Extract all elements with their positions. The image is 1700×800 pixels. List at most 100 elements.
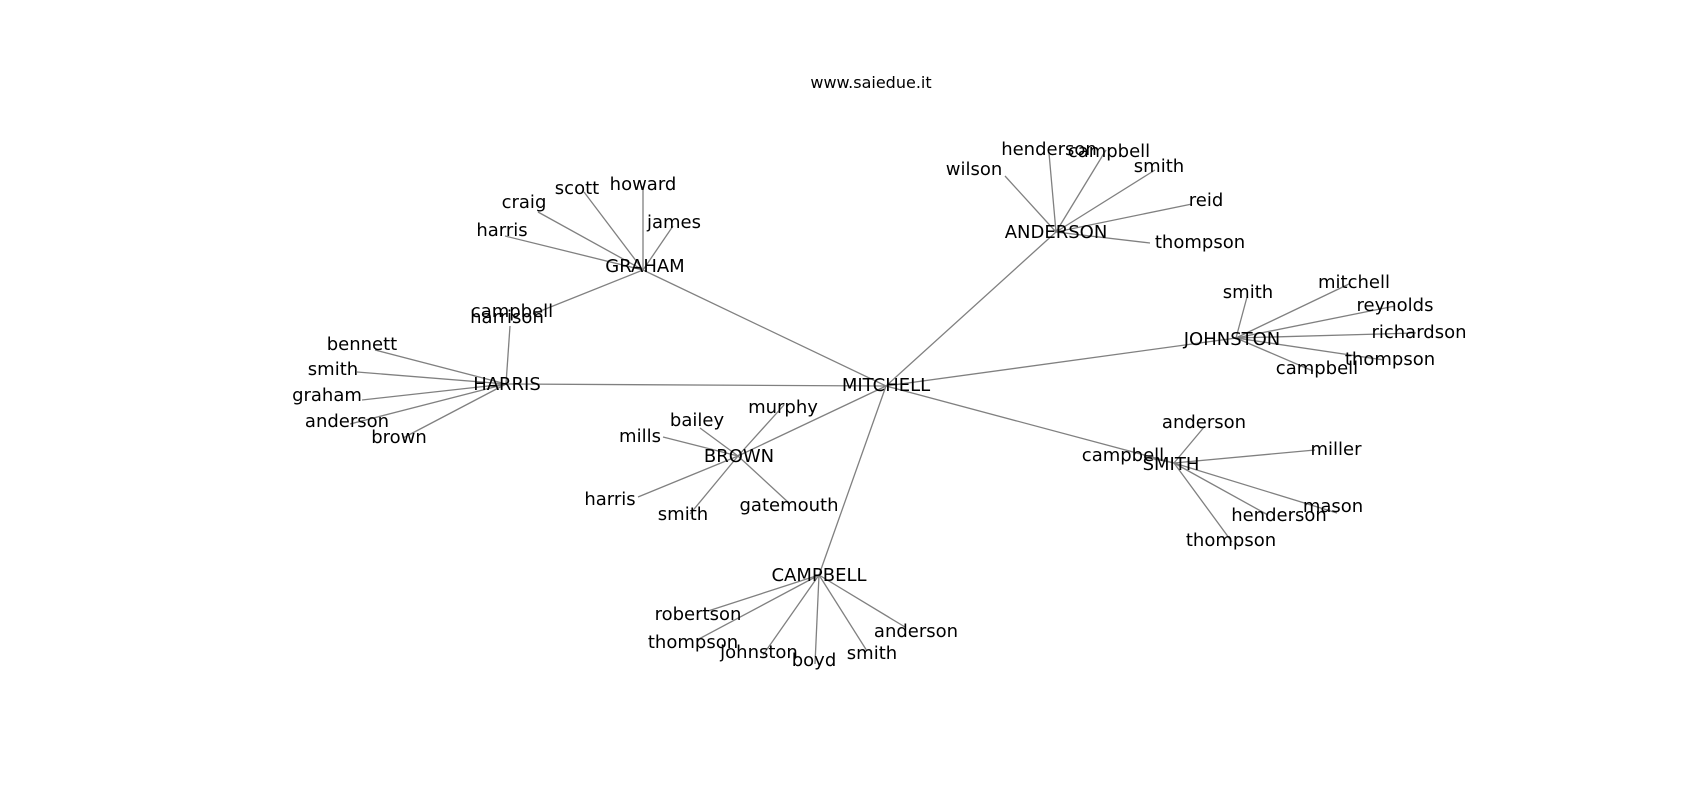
edge-johnston-reynolds	[1235, 305, 1396, 339]
edge-root-campbell	[818, 385, 887, 576]
node-campbell-anderson: anderson	[874, 621, 958, 642]
edge-anderson-reid	[1055, 203, 1193, 233]
edge-campbell-johnston	[762, 574, 820, 656]
edge-johnston-thompson	[1235, 337, 1385, 361]
node-smith-campbell: campbell	[1082, 445, 1164, 466]
edge-harris-anderson	[349, 383, 507, 425]
edge-anderson-thompson	[1055, 231, 1151, 244]
edge-anderson-henderson	[1048, 152, 1057, 233]
edge-johnston-mitchell	[1235, 283, 1350, 339]
root-node-mitchell: MITCHELL	[842, 375, 930, 396]
node-harris-graham: graham	[292, 385, 362, 406]
edge-smith-thompson	[1173, 462, 1233, 543]
edge-campbell-smith	[818, 574, 868, 652]
node-johnston-mitchell: mitchell	[1318, 272, 1390, 293]
node-brown-smith: smith	[658, 504, 708, 525]
edge-root-graham	[642, 269, 887, 387]
node-campbell-smith: smith	[847, 643, 897, 664]
edge-harris-graham	[361, 383, 507, 401]
node-smith-mason: mason	[1303, 496, 1363, 517]
node-brown-murphy: murphy	[748, 397, 818, 418]
edge-graham-campbell	[532, 269, 644, 315]
node-johnston-campbell: campbell	[1276, 358, 1358, 379]
edge-anderson-campbell	[1055, 149, 1107, 233]
edge-graham-james	[642, 225, 674, 271]
edge-campbell-anderson	[818, 574, 906, 628]
node-graham-howard: howard	[610, 174, 677, 195]
node-graham-harris: harris	[476, 220, 527, 241]
graph-edges	[349, 149, 1417, 665]
node-graham-craig: craig	[502, 192, 547, 213]
node-harris-anderson: anderson	[305, 411, 389, 432]
node-harris-bennett: bennett	[327, 334, 398, 355]
edge-harris-brown	[402, 383, 507, 439]
edge-anderson-wilson	[1004, 175, 1057, 233]
node-campbell-thompson: thompson	[648, 632, 738, 653]
node-johnston-richardson: richardson	[1371, 322, 1466, 343]
node-brown-bailey: bailey	[670, 410, 725, 431]
node-johnston-reynolds: reynolds	[1357, 295, 1434, 316]
node-johnston-thompson: thompson	[1345, 349, 1435, 370]
edge-brown-bailey	[699, 427, 739, 457]
node-anderson-reid: reid	[1189, 190, 1224, 211]
edge-johnston-smith	[1235, 296, 1248, 339]
edge-campbell-robertson	[707, 574, 820, 612]
edge-root-harris	[505, 383, 887, 387]
node-johnston-smith: smith	[1223, 282, 1273, 303]
watermark-text: www.saiedue.it	[810, 73, 931, 92]
node-smith-anderson: anderson	[1162, 412, 1246, 433]
edge-smith-anderson	[1173, 425, 1206, 464]
edge-graham-craig	[537, 211, 644, 271]
node-smith-henderson: henderson	[1231, 505, 1327, 526]
node-anderson-thompson: thompson	[1155, 232, 1245, 253]
edge-campbell-boyd	[814, 574, 820, 665]
node-anderson-smith: smith	[1134, 156, 1184, 177]
node-anderson-campbell: campbell	[1068, 141, 1150, 162]
node-anderson-wilson: wilson	[946, 159, 1003, 180]
node-graham-scott: scott	[555, 178, 599, 199]
node-harris-brown: brown	[371, 427, 427, 448]
edge-smith-henderson	[1173, 462, 1269, 516]
edge-johnston-campbell	[1235, 337, 1314, 372]
edge-brown-harris	[637, 455, 739, 498]
node-graham-james: james	[646, 212, 701, 233]
edge-johnston-richardson	[1235, 332, 1417, 339]
hub-node-harris: HARRIS	[473, 374, 541, 395]
edge-campbell-thompson	[696, 574, 820, 641]
edge-harris-harrison	[505, 325, 511, 385]
node-harris-harrison: harrison	[470, 307, 544, 328]
hub-node-johnston: JOHNSTON	[1183, 329, 1281, 350]
edge-root-johnston	[885, 337, 1237, 387]
edge-brown-smith	[689, 455, 739, 515]
edge-brown-murphy	[737, 404, 785, 457]
node-brown-mills: mills	[619, 426, 661, 447]
edge-anderson-smith	[1055, 169, 1156, 233]
edge-harris-smith	[356, 371, 507, 385]
node-graham-campbell: campbell	[471, 301, 553, 322]
edge-smith-mason	[1173, 462, 1338, 514]
node-brown-harris: harris	[584, 489, 635, 510]
edge-root-brown	[737, 385, 887, 457]
node-anderson-henderson: henderson	[1001, 139, 1097, 160]
edge-graham-harris	[504, 235, 644, 271]
hub-node-campbell: CAMPBELL	[771, 565, 866, 586]
node-harris-smith: smith	[308, 359, 358, 380]
node-campbell-johnston: johnston	[719, 642, 798, 663]
edge-smith-miller	[1173, 449, 1316, 464]
hub-node-graham: GRAHAM	[605, 256, 684, 277]
node-campbell-robertson: robertson	[655, 604, 742, 625]
hub-node-brown: BROWN	[704, 446, 774, 467]
node-smith-thompson: thompson	[1186, 530, 1276, 551]
hub-node-anderson: ANDERSON	[1005, 222, 1108, 243]
edge-root-anderson	[885, 231, 1057, 387]
edge-brown-mills	[662, 436, 739, 457]
node-smith-miller: miller	[1310, 439, 1362, 460]
edge-smith-campbell	[1143, 456, 1175, 464]
edge-brown-gatemouth	[737, 455, 790, 504]
node-brown-gatemouth: gatemouth	[739, 495, 838, 516]
edge-root-smith	[885, 385, 1175, 464]
node-campbell-boyd: boyd	[792, 650, 837, 671]
hub-node-smith: SMITH	[1143, 454, 1200, 475]
